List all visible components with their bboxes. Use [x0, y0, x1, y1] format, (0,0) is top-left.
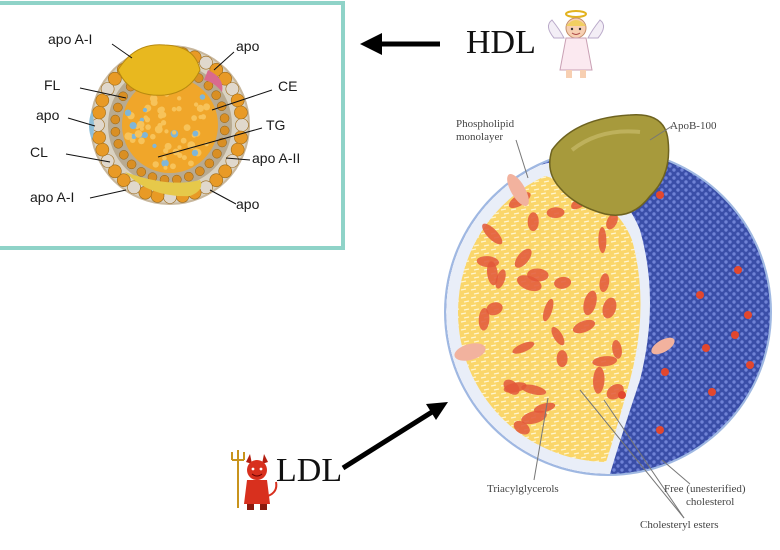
ldl-particle	[444, 113, 772, 476]
label-phospholipid-line1: Phospholipid	[456, 118, 515, 130]
phospholipid-head	[507, 174, 529, 206]
label-apo-bottom-right: apo	[236, 196, 260, 212]
ldl-caption: LDL	[276, 452, 343, 489]
apo-a1-protein	[117, 44, 201, 96]
hdl-leader-lines	[65, 43, 273, 205]
ldl-arrow	[341, 402, 448, 471]
apo-pink-protein	[204, 70, 223, 92]
label-free-cholesterol-line1: Free (unesterified)	[664, 483, 746, 495]
phospholipid-head	[454, 343, 486, 361]
hdl-particle	[89, 44, 250, 205]
ldl-leader-lines	[515, 125, 691, 519]
label-cl: CL	[30, 144, 48, 160]
label-ce: CE	[278, 78, 298, 94]
angel-icon	[548, 10, 604, 78]
hdl-arrow	[360, 33, 440, 55]
label-fl: FL	[44, 77, 61, 93]
hdl-caption: HDL	[466, 24, 536, 61]
apo-a1-bottom-protein	[125, 172, 202, 197]
label-apo-a1-bottom: apo A-I	[30, 189, 75, 205]
label-apo-a1-top: apo A-I	[48, 31, 93, 47]
apob-100-protein	[549, 113, 670, 216]
label-apo-a2: apo A-II	[252, 150, 301, 166]
hdl-panel	[0, 1, 345, 250]
label-phospholipid-line2: monolayer	[456, 131, 504, 143]
label-apob-100: ApoB-100	[670, 120, 717, 132]
label-apo-left: apo	[36, 107, 60, 123]
label-triacylglycerols: Triacylglycerols	[487, 483, 559, 495]
phospholipid-head	[651, 337, 675, 355]
label-free-cholesterol-line2: cholesterol	[686, 496, 735, 508]
label-apo-top-right: apo	[236, 38, 260, 54]
label-tg: TG	[266, 117, 286, 133]
devil-icon	[231, 450, 278, 510]
label-cholesteryl-esters: Cholesteryl esters	[640, 519, 719, 531]
